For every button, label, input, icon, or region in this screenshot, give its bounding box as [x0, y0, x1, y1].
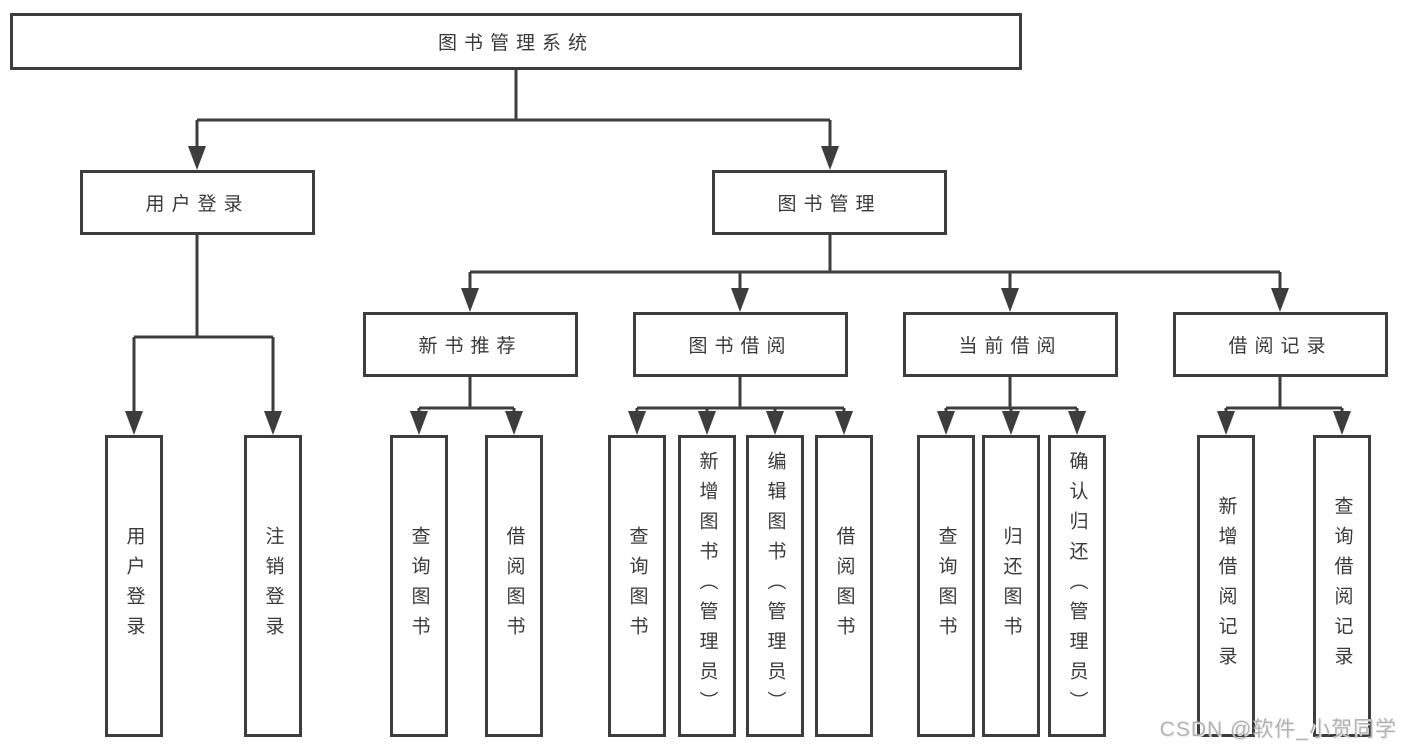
node-root-library-system: 图书管理系统	[10, 13, 1022, 70]
connector-book-mgmt-to-level3	[461, 235, 1289, 312]
connector-line	[1224, 377, 1344, 427]
connector-current-borrow-to-leaves	[937, 377, 1086, 435]
node-current-borrowing: 当前借阅	[903, 312, 1118, 377]
connector-borrow-records-to-leaves	[1217, 377, 1351, 435]
leaf-confirm-return-admin: 确认归还（管理员）	[1048, 435, 1106, 737]
arrowhead	[1217, 411, 1235, 435]
arrowhead	[1001, 288, 1019, 312]
leaf-return-books: 归还图书	[982, 435, 1040, 737]
leaf-logout: 注销登录	[244, 435, 302, 737]
arrowhead	[1068, 411, 1086, 435]
arrowhead	[821, 146, 839, 170]
connector-line	[417, 377, 516, 427]
leaf-user-login: 用户登录	[105, 435, 163, 737]
node-book-borrowing: 图书借阅	[633, 312, 848, 377]
node-new-book-recommend: 新书推荐	[363, 312, 578, 377]
leaf-borrowing-query-books: 查询图书	[608, 435, 666, 737]
arrowhead	[125, 411, 143, 435]
leaf-recommend-borrow-books: 借阅图书	[485, 435, 543, 737]
arrowhead	[410, 411, 428, 435]
arrowhead	[835, 411, 853, 435]
leaf-add-books-admin: 新增图书（管理员）	[678, 435, 736, 737]
arrowhead	[698, 411, 716, 435]
arrowhead	[766, 411, 784, 435]
connector-root-to-level2	[188, 69, 839, 170]
arrowhead	[937, 411, 955, 435]
connector-line	[468, 235, 1282, 304]
connector-line	[635, 377, 846, 427]
arrowhead	[628, 411, 646, 435]
arrowhead	[1271, 288, 1289, 312]
arrowhead	[731, 288, 749, 312]
arrowhead	[1002, 411, 1020, 435]
leaf-recommend-query-books: 查询图书	[390, 435, 448, 737]
leaf-current-query-books: 查询图书	[917, 435, 975, 737]
leaf-add-borrow-record: 新增借阅记录	[1197, 435, 1255, 737]
node-book-management: 图书管理	[712, 170, 947, 235]
connector-new-book-to-leaves	[410, 377, 523, 435]
arrowhead	[461, 288, 479, 312]
leaf-edit-books-admin: 编辑图书（管理员）	[746, 435, 804, 737]
connector-book-borrow-to-leaves	[628, 377, 853, 435]
leaf-query-borrow-record: 查询借阅记录	[1313, 435, 1371, 737]
arrowhead	[1333, 411, 1351, 435]
connector-line	[195, 69, 832, 162]
arrowhead	[264, 411, 282, 435]
node-user-login: 用户登录	[80, 170, 315, 235]
csdn-watermark: CSDN @软件_小贺同学	[1159, 718, 1397, 741]
connector-user-login-to-leaves	[125, 235, 282, 435]
arrowhead	[188, 146, 206, 170]
node-borrow-records: 借阅记录	[1173, 312, 1388, 377]
arrowhead	[505, 411, 523, 435]
leaf-borrowing-borrow-books: 借阅图书	[815, 435, 873, 737]
connector-line	[132, 235, 275, 427]
